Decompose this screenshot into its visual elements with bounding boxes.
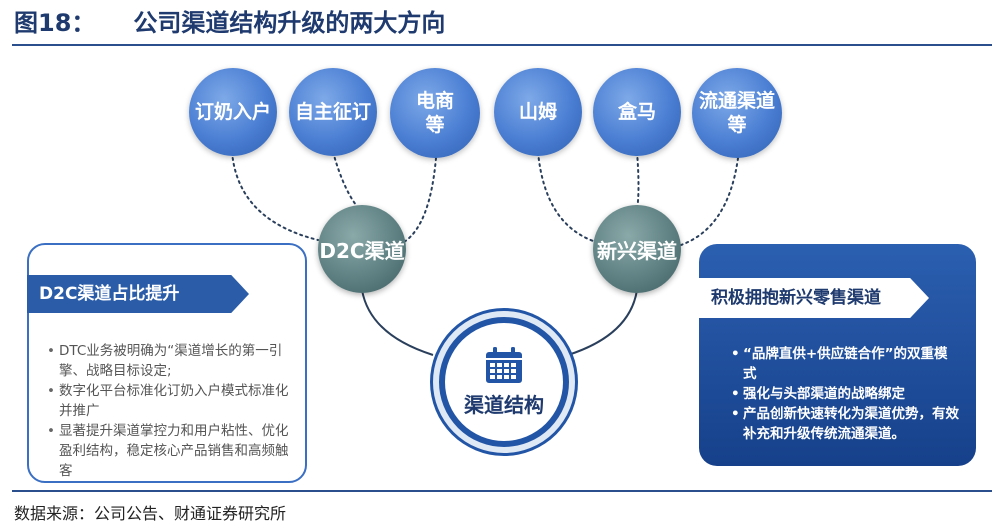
left-panel-list: DTC业务被明确为“渠道增长的第一引擎、战略目标设定; 数字化平台标准化订奶入户… <box>47 341 297 481</box>
bubble-hema: 盒马 <box>593 68 681 156</box>
source-note: 数据来源：公司公告、财通证券研究所 <box>14 504 287 523</box>
list-item: 产品创新快速转化为渠道优势，有效补充和升级传统流通渠道。 <box>731 404 961 444</box>
bubble-label: 等 <box>425 114 445 136</box>
bubble-label: 盒马 <box>617 101 656 123</box>
connector-solid <box>567 289 638 356</box>
list-item: “品牌直供+供应链合作”的双重模式 <box>731 344 961 384</box>
left-panel: D2C渠道占比提升 DTC业务被明确为“渠道增长的第一引擎、战略目标设定; 数字… <box>27 243 307 483</box>
figure-title-text: 公司渠道结构升级的两大方向 <box>133 9 446 37</box>
connector-dotted <box>636 151 640 211</box>
connector-solid <box>361 289 434 356</box>
bubble-self-order: 自主征订 <box>289 68 377 156</box>
bubble-label: 山姆 <box>518 101 557 123</box>
right-panel-list: “品牌直供+供应链合作”的双重模式 强化与头部渠道的战略绑定 产品创新快速转化为… <box>731 344 961 444</box>
connector-dotted <box>403 157 437 243</box>
right-panel-heading: 积极拥抱新兴零售渠道 <box>693 278 929 318</box>
list-item: 显著提升渠道掌控力和用户粘性、优化盈利结构，稳定核心产品销售和高频触客 <box>47 421 297 481</box>
right-panel: 积极拥抱新兴零售渠道 “品牌直供+供应链合作”的双重模式 强化与头部渠道的战略绑… <box>693 244 976 466</box>
connector-dotted <box>677 157 739 247</box>
calendar-grid-icon <box>486 346 522 383</box>
bottom-rule <box>12 490 992 492</box>
bubble-label: 电商 <box>415 90 454 112</box>
connector-dotted <box>332 151 363 213</box>
left-panel-heading: D2C渠道占比提升 <box>27 275 249 313</box>
bubble-label: 自主征订 <box>294 101 371 123</box>
bubble-traditional: 流通渠道等 <box>692 68 782 158</box>
top-rule <box>12 44 992 46</box>
list-item: DTC业务被明确为“渠道增长的第一引擎、战略目标设定; <box>47 341 297 381</box>
bubble-sams: 山姆 <box>494 68 582 156</box>
center-label: 渠道结构 <box>464 392 544 417</box>
bubble-ecommerce: 电商等 <box>390 68 480 158</box>
center-circle: 渠道结构 <box>433 311 575 453</box>
list-item: 数字化平台标准化订奶入户模式标准化并推广 <box>47 381 297 421</box>
figure-number: 图18： <box>14 9 96 37</box>
list-item: 强化与头部渠道的战略绑定 <box>731 384 961 404</box>
bubble-label: 流通渠道 <box>698 90 775 112</box>
connector-dotted <box>537 151 597 243</box>
bubble-label: 订奶入户 <box>194 101 271 123</box>
connector-dotted <box>231 151 319 241</box>
figure-title: 图18： 公司渠道结构升级的两大方向 <box>14 8 445 38</box>
bubble-label: 等 <box>727 114 747 136</box>
hub-emerging: 新兴渠道 <box>593 205 681 293</box>
bubble-subscription: 订奶入户 <box>189 68 277 156</box>
hub-d2c: D2C渠道 <box>318 205 406 293</box>
